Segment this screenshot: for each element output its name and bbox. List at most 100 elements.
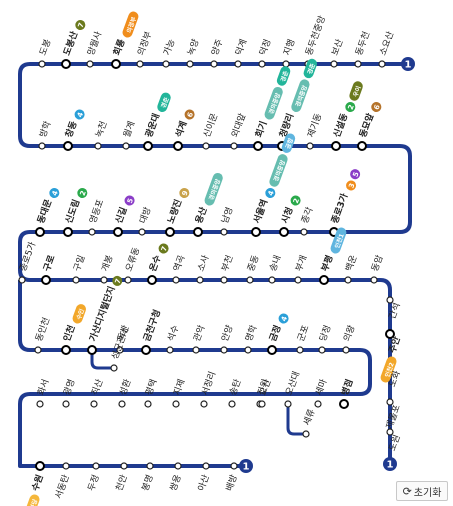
station-대방[interactable] (138, 228, 146, 236)
station-label: 진위 (255, 378, 271, 397)
station-지제[interactable] (172, 400, 180, 408)
station-화서[interactable] (36, 400, 44, 408)
station-온수[interactable] (147, 275, 157, 285)
station-신도림[interactable] (63, 227, 73, 237)
station-종로5가[interactable] (18, 276, 26, 284)
station-광명[interactable] (62, 400, 70, 408)
station-배방[interactable] (230, 462, 238, 470)
station-부천[interactable] (220, 276, 228, 284)
station-label: 구일 (71, 254, 87, 273)
station-서정리[interactable] (200, 400, 208, 408)
station-제물포[interactable] (386, 398, 394, 406)
station-병점[interactable] (339, 399, 349, 409)
station-송탄[interactable] (228, 400, 236, 408)
station-오류동[interactable] (124, 276, 132, 284)
station-시청[interactable] (279, 227, 289, 237)
station-신이문[interactable] (202, 142, 210, 150)
station-name: 부개 (293, 254, 309, 273)
station-녹양[interactable] (186, 60, 194, 68)
station-송내[interactable] (268, 276, 276, 284)
station-부평[interactable] (319, 275, 329, 285)
station-망월사[interactable] (86, 60, 94, 68)
station-동묘앞[interactable] (357, 141, 367, 151)
station-구일[interactable] (72, 276, 80, 284)
station-광운대[interactable] (143, 141, 153, 151)
station-도원[interactable] (386, 428, 394, 436)
station-개봉[interactable] (100, 276, 108, 284)
station-도봉산[interactable] (61, 59, 71, 69)
station-용산[interactable] (193, 227, 203, 237)
station-구로[interactable] (41, 275, 51, 285)
station-아산[interactable] (202, 462, 210, 470)
station-덕정[interactable] (258, 60, 266, 68)
station-제기동[interactable] (306, 142, 314, 150)
station-보산[interactable] (330, 60, 338, 68)
station-인천[interactable] (61, 345, 71, 355)
station-label: 영등포 (87, 198, 106, 225)
station-세마[interactable] (314, 400, 322, 408)
station-label: 동암 (369, 253, 386, 273)
station-쌍용[interactable] (174, 462, 182, 470)
station-노량진[interactable] (165, 227, 175, 237)
station-소요산[interactable] (378, 60, 386, 68)
station-신설동[interactable] (331, 141, 341, 151)
station-덕계[interactable] (234, 60, 242, 68)
station-외대앞[interactable] (230, 142, 238, 150)
reset-button[interactable]: ⟳ 초기화 (396, 481, 448, 501)
station-역곡[interactable] (172, 276, 180, 284)
station-군포[interactable] (296, 346, 304, 354)
station-방학[interactable] (38, 142, 46, 150)
station-간석[interactable] (386, 296, 394, 304)
station-안양[interactable] (220, 346, 228, 354)
station-가산디지털단지[interactable] (87, 345, 97, 355)
station-성균관대[interactable] (110, 364, 118, 372)
station-오산대[interactable] (284, 400, 292, 408)
station-label: 녹천 (93, 120, 109, 139)
station-회기[interactable] (253, 141, 263, 151)
station-평택[interactable] (144, 400, 152, 408)
station-오산[interactable] (258, 400, 266, 408)
station-관악[interactable] (192, 346, 200, 354)
station-label: 오산 (257, 378, 273, 397)
station-영등포[interactable] (88, 228, 96, 236)
station-석수[interactable] (166, 346, 174, 354)
station-부개[interactable] (294, 276, 302, 284)
station-가능[interactable] (162, 60, 170, 68)
station-종각[interactable] (300, 228, 308, 236)
station-금정[interactable] (267, 345, 277, 355)
station-회룡[interactable] (111, 59, 121, 69)
station-천안[interactable] (120, 462, 128, 470)
station-의왕[interactable] (342, 346, 350, 354)
station-중동[interactable] (246, 276, 254, 284)
station-창동[interactable] (63, 141, 73, 151)
station-신길[interactable] (113, 227, 123, 237)
station-독산[interactable] (116, 346, 124, 354)
station-동두천[interactable] (354, 60, 362, 68)
station-녹천[interactable] (94, 142, 102, 150)
station-성환[interactable] (118, 400, 126, 408)
station-도봉[interactable] (38, 60, 46, 68)
station-세류[interactable] (302, 430, 310, 438)
station-동대문[interactable] (35, 227, 45, 237)
station-직산[interactable] (90, 400, 98, 408)
station-두정[interactable] (92, 462, 100, 470)
station-봉명[interactable] (146, 462, 154, 470)
station-백운[interactable] (344, 276, 352, 284)
station-동인천[interactable] (34, 346, 42, 354)
station-석계[interactable] (173, 141, 183, 151)
station-양주[interactable] (210, 60, 218, 68)
station-의정부[interactable] (136, 60, 144, 68)
station-서울역[interactable] (251, 227, 261, 237)
station-동암[interactable] (370, 276, 378, 284)
station-남영[interactable] (220, 228, 228, 236)
station-지행[interactable] (282, 60, 290, 68)
station-명학[interactable] (244, 346, 252, 354)
station-당정[interactable] (318, 346, 326, 354)
station-주안[interactable] (385, 329, 395, 339)
station-소사[interactable] (196, 276, 204, 284)
station-금천구청[interactable] (141, 345, 151, 355)
station-수원[interactable] (35, 461, 45, 471)
station-서동탄[interactable] (62, 462, 70, 470)
station-월계[interactable] (122, 142, 130, 150)
